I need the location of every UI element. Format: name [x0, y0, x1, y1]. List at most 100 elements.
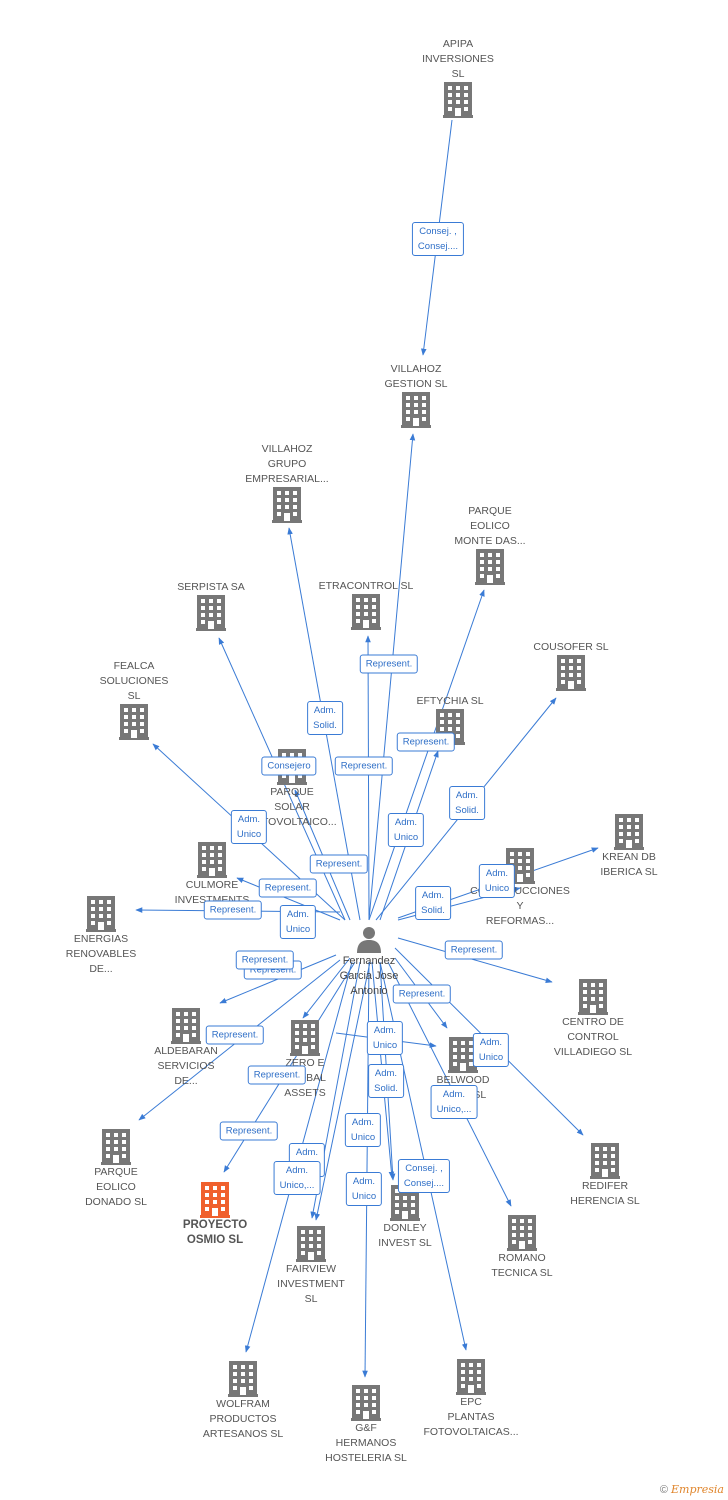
- company-node-villahoz-gestion[interactable]: VILLAHOZ GESTION SL: [351, 362, 481, 430]
- edge-role-label[interactable]: Represent.: [396, 732, 456, 752]
- company-name: ROMANO TECNICA SL: [491, 1252, 553, 1279]
- edge-role-label[interactable]: Represent.: [309, 854, 369, 874]
- company-node-redifer[interactable]: REDIFER HERENCIA SL: [540, 1141, 670, 1209]
- edge-role-label[interactable]: Represent.: [205, 1025, 265, 1045]
- edge-role-label[interactable]: Adm. Solid.: [415, 886, 451, 920]
- edge-role-label[interactable]: Represent.: [258, 878, 318, 898]
- company-name: KREAN DB IBERICA SL: [600, 851, 658, 878]
- building-icon: [401, 392, 431, 428]
- edge-line: [397, 937, 553, 983]
- company-name: CENTRO DE CONTROL VILLADIEGO SL: [553, 1016, 633, 1058]
- edge-role-label[interactable]: Adm. Unico: [345, 1172, 383, 1206]
- building-icon: [556, 655, 586, 691]
- company-node-energias[interactable]: ENERGIAS RENOVABLES DE...: [36, 894, 166, 977]
- company-node-krean[interactable]: KREAN DB IBERICA SL: [564, 812, 694, 880]
- edge-role-label[interactable]: Adm. Unico: [472, 1033, 510, 1067]
- company-name: SERPISTA SA: [177, 581, 245, 593]
- company-name: FAIRVIEW INVESTMENT SL: [277, 1263, 345, 1305]
- company-node-centro-control[interactable]: CENTRO DE CONTROL VILLADIEGO SL: [528, 977, 658, 1060]
- company-node-aldebaran[interactable]: ALDEBARAN SERVICIOS DE...: [121, 1006, 251, 1089]
- edge-role-label[interactable]: Adm. Unico: [344, 1113, 382, 1147]
- copyright-symbol: ©: [659, 1484, 668, 1496]
- building-icon: [197, 842, 227, 878]
- building-icon: [614, 814, 644, 850]
- company-node-parque-monte[interactable]: PARQUE EOLICO MONTE DAS...: [425, 504, 555, 587]
- company-name: PROYECTO OSMIO SL: [182, 1219, 248, 1246]
- edge-role-label[interactable]: Consej. , Consej....: [397, 1159, 451, 1193]
- company-name: REDIFER HERENCIA SL: [570, 1180, 640, 1207]
- edge-role-label[interactable]: Represent.: [235, 950, 295, 970]
- building-icon: [475, 549, 505, 585]
- building-icon: [296, 1226, 326, 1262]
- company-name: FEALCA SOLUCIONES SL: [99, 660, 169, 702]
- person-icon: [357, 927, 381, 953]
- company-name: G&F HERMANOS HOSTELERIA SL: [325, 1422, 407, 1464]
- brand-logo[interactable]: Empresia: [671, 1483, 724, 1496]
- building-icon: [228, 1361, 258, 1397]
- edge-line: [368, 433, 416, 921]
- company-node-fealca[interactable]: FEALCA SOLUCIONES SL: [69, 659, 199, 742]
- edge-line: [236, 877, 341, 921]
- company-node-gf[interactable]: G&F HERMANOS HOSTELERIA SL: [301, 1383, 431, 1466]
- edge-role-label[interactable]: Represent.: [334, 756, 394, 776]
- edge-role-label[interactable]: Adm. Unico: [387, 813, 425, 847]
- edge-role-label[interactable]: Adm. Solid.: [307, 701, 343, 735]
- building-icon: [351, 594, 381, 630]
- company-name: EPC PLANTAS FOTOVOLTAICAS...: [423, 1396, 519, 1438]
- edge-role-label[interactable]: Consejero: [261, 756, 317, 776]
- building-icon: [272, 487, 302, 523]
- edge-line: [314, 961, 371, 1221]
- building-icon: [456, 1359, 486, 1395]
- building-icon: [443, 82, 473, 118]
- company-node-parque-solar[interactable]: PARQUE SOLAR FOTOVOLTAICO...: [227, 747, 357, 830]
- company-node-construcciones[interactable]: CONSTRUCCIONES Y REFORMAS...: [455, 846, 585, 929]
- building-icon: [290, 1020, 320, 1056]
- building-icon: [590, 1143, 620, 1179]
- company-node-etracontrol[interactable]: ETRACONTROL SL: [301, 579, 431, 632]
- edge-role-label[interactable]: Adm. Unico: [478, 864, 516, 898]
- company-name: PARQUE SOLAR FOTOVOLTAICO...: [247, 786, 337, 828]
- edge-role-label[interactable]: Adm. Unico: [366, 1021, 404, 1055]
- edge-role-label[interactable]: Adm. Unico,...: [430, 1085, 478, 1119]
- company-node-cousofer[interactable]: COUSOFER SL: [506, 640, 636, 693]
- edge-role-label[interactable]: Adm. Unico,...: [273, 1161, 321, 1195]
- edge-line: [368, 589, 485, 921]
- edge-role-label[interactable]: Represent.: [247, 1065, 307, 1085]
- company-node-proyecto[interactable]: PROYECTO OSMIO SL: [150, 1180, 280, 1248]
- building-icon: [171, 1008, 201, 1044]
- company-node-parque-donado[interactable]: PARQUE EOLICO DONADO SL: [51, 1127, 181, 1210]
- building-icon: [351, 1385, 381, 1421]
- company-name: PARQUE EOLICO DONADO SL: [85, 1166, 147, 1208]
- edge-role-label[interactable]: Represent.: [203, 900, 263, 920]
- building-icon: [578, 979, 608, 1015]
- edge-role-label[interactable]: Represent.: [444, 940, 504, 960]
- edge-role-label[interactable]: Adm. Solid.: [368, 1064, 404, 1098]
- edge-role-label[interactable]: Represent.: [219, 1121, 279, 1141]
- company-name: ALDEBARAN SERVICIOS DE...: [154, 1045, 218, 1087]
- edge-role-label[interactable]: Represent.: [392, 984, 452, 1004]
- company-node-serpista[interactable]: SERPISTA SA: [146, 580, 276, 633]
- edge-role-label[interactable]: Consej. , Consej....: [411, 222, 465, 256]
- company-node-epc[interactable]: EPC PLANTAS FOTOVOLTAICAS...: [406, 1357, 536, 1440]
- company-node-donley[interactable]: DONLEY INVEST SL: [340, 1183, 470, 1251]
- company-node-fairview[interactable]: FAIRVIEW INVESTMENT SL: [246, 1224, 376, 1307]
- edge-role-label[interactable]: Adm. Solid.: [449, 786, 485, 820]
- edge-role-label[interactable]: Adm. Unico: [279, 905, 317, 939]
- company-name: ETRACONTROL SL: [318, 580, 414, 592]
- person-node[interactable]: Fernandez Garcia Jose Antonio: [304, 922, 434, 999]
- company-name: DONLEY INVEST SL: [378, 1222, 432, 1249]
- company-node-wolfram[interactable]: WOLFRAM PRODUCTOS ARTESANOS SL: [178, 1359, 308, 1442]
- company-node-eftychia[interactable]: EFTYCHIA SL: [385, 694, 515, 747]
- company-name: VILLAHOZ GESTION SL: [384, 363, 448, 390]
- company-node-romano[interactable]: ROMANO TECNICA SL: [457, 1213, 587, 1281]
- building-icon: [196, 595, 226, 631]
- edge-role-label[interactable]: Represent.: [359, 654, 419, 674]
- company-node-apipa[interactable]: APIPA INVERSIONES SL: [393, 37, 523, 120]
- building-icon: [101, 1129, 131, 1165]
- edge-role-label[interactable]: Adm. Unico: [230, 810, 268, 844]
- company-name: CONSTRUCCIONES Y REFORMAS...: [470, 885, 570, 927]
- edge-line: [302, 957, 351, 1019]
- building-icon: [200, 1182, 230, 1218]
- company-node-villahoz-grupo[interactable]: VILLAHOZ GRUPO EMPRESARIAL...: [222, 442, 352, 525]
